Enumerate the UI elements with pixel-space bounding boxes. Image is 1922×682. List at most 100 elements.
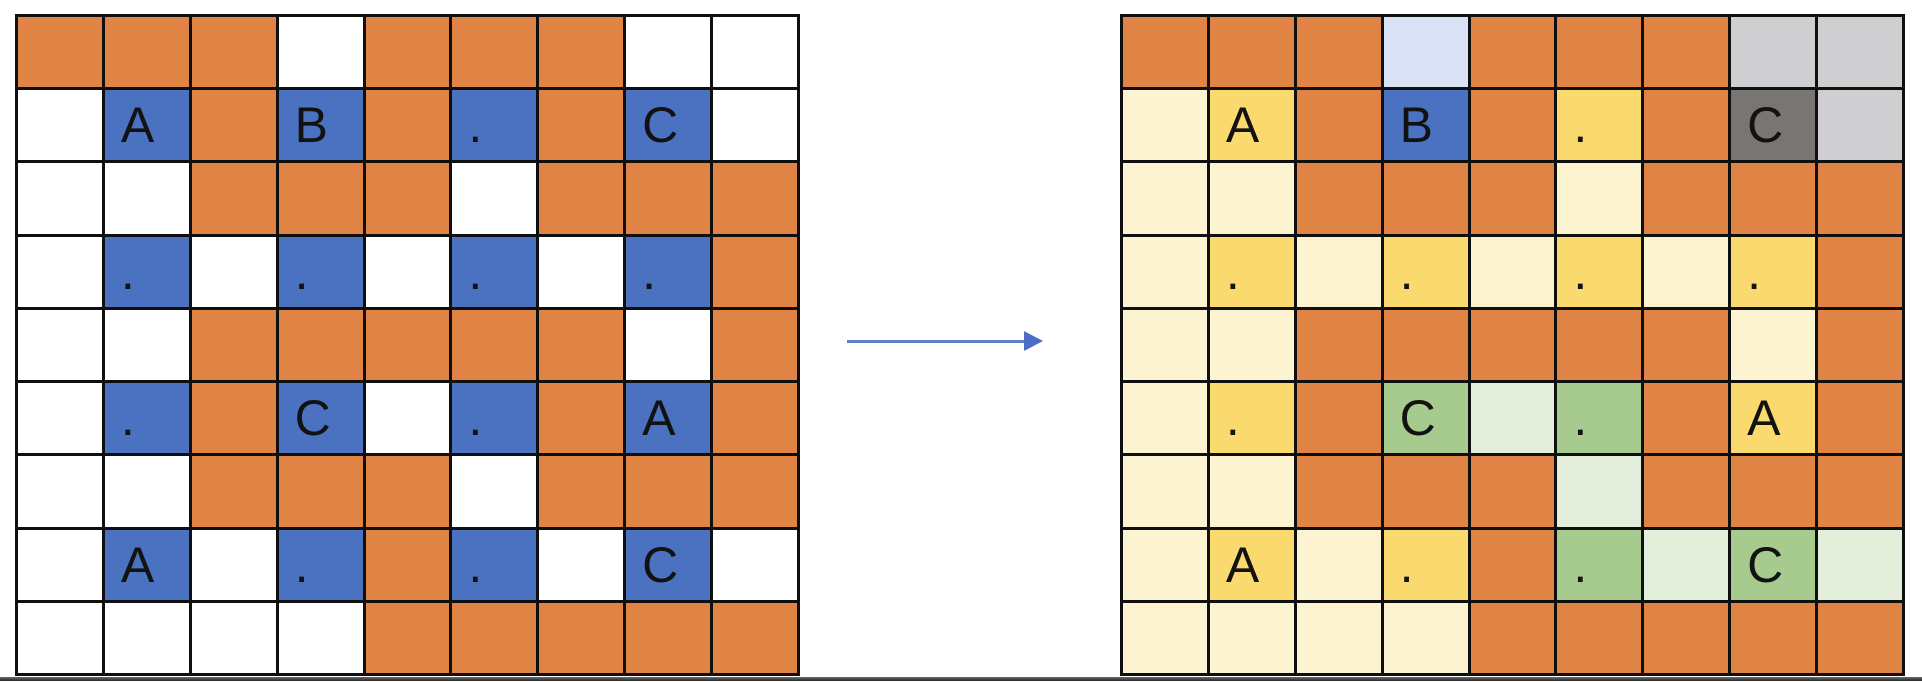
grid-cell: . (626, 236, 711, 307)
grid-cell (1123, 456, 1207, 527)
grid-cell (1644, 236, 1729, 307)
grid-cell (626, 163, 711, 234)
grid-cell (1470, 17, 1555, 88)
grid-cell (18, 383, 102, 454)
cell-label: . (1573, 243, 1588, 300)
grid-cell (104, 17, 189, 88)
grid-cell (278, 17, 363, 88)
grid-cell: C (626, 90, 711, 161)
grid-cell (539, 529, 624, 600)
cell-label: . (468, 243, 483, 300)
grid-cell: . (278, 236, 363, 307)
cell-label: . (120, 390, 135, 447)
grid-cell (1296, 17, 1381, 88)
grid-cell (1557, 602, 1642, 673)
grid-cell (1557, 456, 1642, 527)
grid-cell (1296, 236, 1381, 307)
grid-cell (539, 236, 624, 307)
grid-cell (191, 383, 276, 454)
grid-cell (104, 456, 189, 527)
grid-cell (452, 602, 537, 673)
grid-cell (1123, 17, 1207, 88)
grid-cell (191, 236, 276, 307)
grid-cell (713, 602, 797, 673)
grid-cell (191, 529, 276, 600)
cell-label: C (294, 390, 331, 447)
grid-cell (1123, 90, 1207, 161)
cell-label: . (120, 243, 135, 300)
cell-label: . (294, 536, 309, 593)
grid-cell (1383, 17, 1468, 88)
grid-cell: . (1557, 529, 1642, 600)
grid-cell (1296, 529, 1381, 600)
transform-arrow-icon (847, 331, 1043, 351)
grid-cell: A (104, 529, 189, 600)
grid-cell (713, 236, 797, 307)
grid-cell (1383, 456, 1468, 527)
grid-cell (1470, 602, 1555, 673)
cell-label: A (1225, 536, 1260, 593)
grid-cell (1123, 236, 1207, 307)
cell-label: . (1747, 243, 1762, 300)
grid-cell (278, 456, 363, 527)
grid-cell (539, 383, 624, 454)
grid-cell (191, 163, 276, 234)
cell-label: . (1573, 536, 1588, 593)
grid-cell (104, 602, 189, 673)
grid-cell (452, 309, 537, 381)
grid-cell (1731, 17, 1816, 88)
grid-cell (365, 456, 450, 527)
grid-cell (1123, 602, 1207, 673)
cell-label: . (1399, 243, 1414, 300)
grid-cell (1818, 456, 1902, 527)
grid-cell: C (626, 529, 711, 600)
cell-label: . (468, 390, 483, 447)
grid-cell (1818, 236, 1902, 307)
grid-cell (539, 309, 624, 381)
grid-cell (18, 236, 102, 307)
grid-cell (278, 163, 363, 234)
grid-cell (713, 456, 797, 527)
grid-cell: . (1209, 383, 1294, 454)
grid-cell (1470, 383, 1555, 454)
grid-cell (191, 90, 276, 161)
grid-cell (1296, 163, 1381, 234)
grid-cell (1470, 309, 1555, 381)
grid-cell (1296, 456, 1381, 527)
grid-cell (365, 236, 450, 307)
grid-cell (1818, 309, 1902, 381)
cell-label: B (1399, 97, 1433, 154)
grid-cell (1470, 236, 1555, 307)
grid-cell (1644, 529, 1729, 600)
cell-label: A (642, 390, 676, 447)
grid-cell (1470, 529, 1555, 600)
grid-cell (191, 456, 276, 527)
cell-label: C (1747, 97, 1784, 154)
grid-cell (18, 456, 102, 527)
grid-cell (18, 163, 102, 234)
grid-cell (365, 529, 450, 600)
grid-cell: . (1731, 236, 1816, 307)
grid-cell: . (1557, 236, 1642, 307)
grid-cell (1818, 529, 1902, 600)
grid-cell (452, 17, 537, 88)
grid-cell (18, 17, 102, 88)
grid-cell (713, 383, 797, 454)
grid-cell (365, 602, 450, 673)
grid-cell: B (278, 90, 363, 161)
grid-cell (1123, 383, 1207, 454)
grid-cell (1644, 17, 1729, 88)
grid-cell (1644, 309, 1729, 381)
grid-cell: C (1383, 383, 1468, 454)
grid-cell: A (104, 90, 189, 161)
grid-cell: . (104, 236, 189, 307)
cell-label: . (1225, 243, 1240, 300)
grid-cell (1383, 163, 1468, 234)
grid-cell (1383, 602, 1468, 673)
grid-cell (1818, 90, 1902, 161)
cell-label: . (468, 97, 483, 154)
grid-cell (452, 163, 537, 234)
grid-cell (1209, 163, 1294, 234)
grid-cell (278, 309, 363, 381)
